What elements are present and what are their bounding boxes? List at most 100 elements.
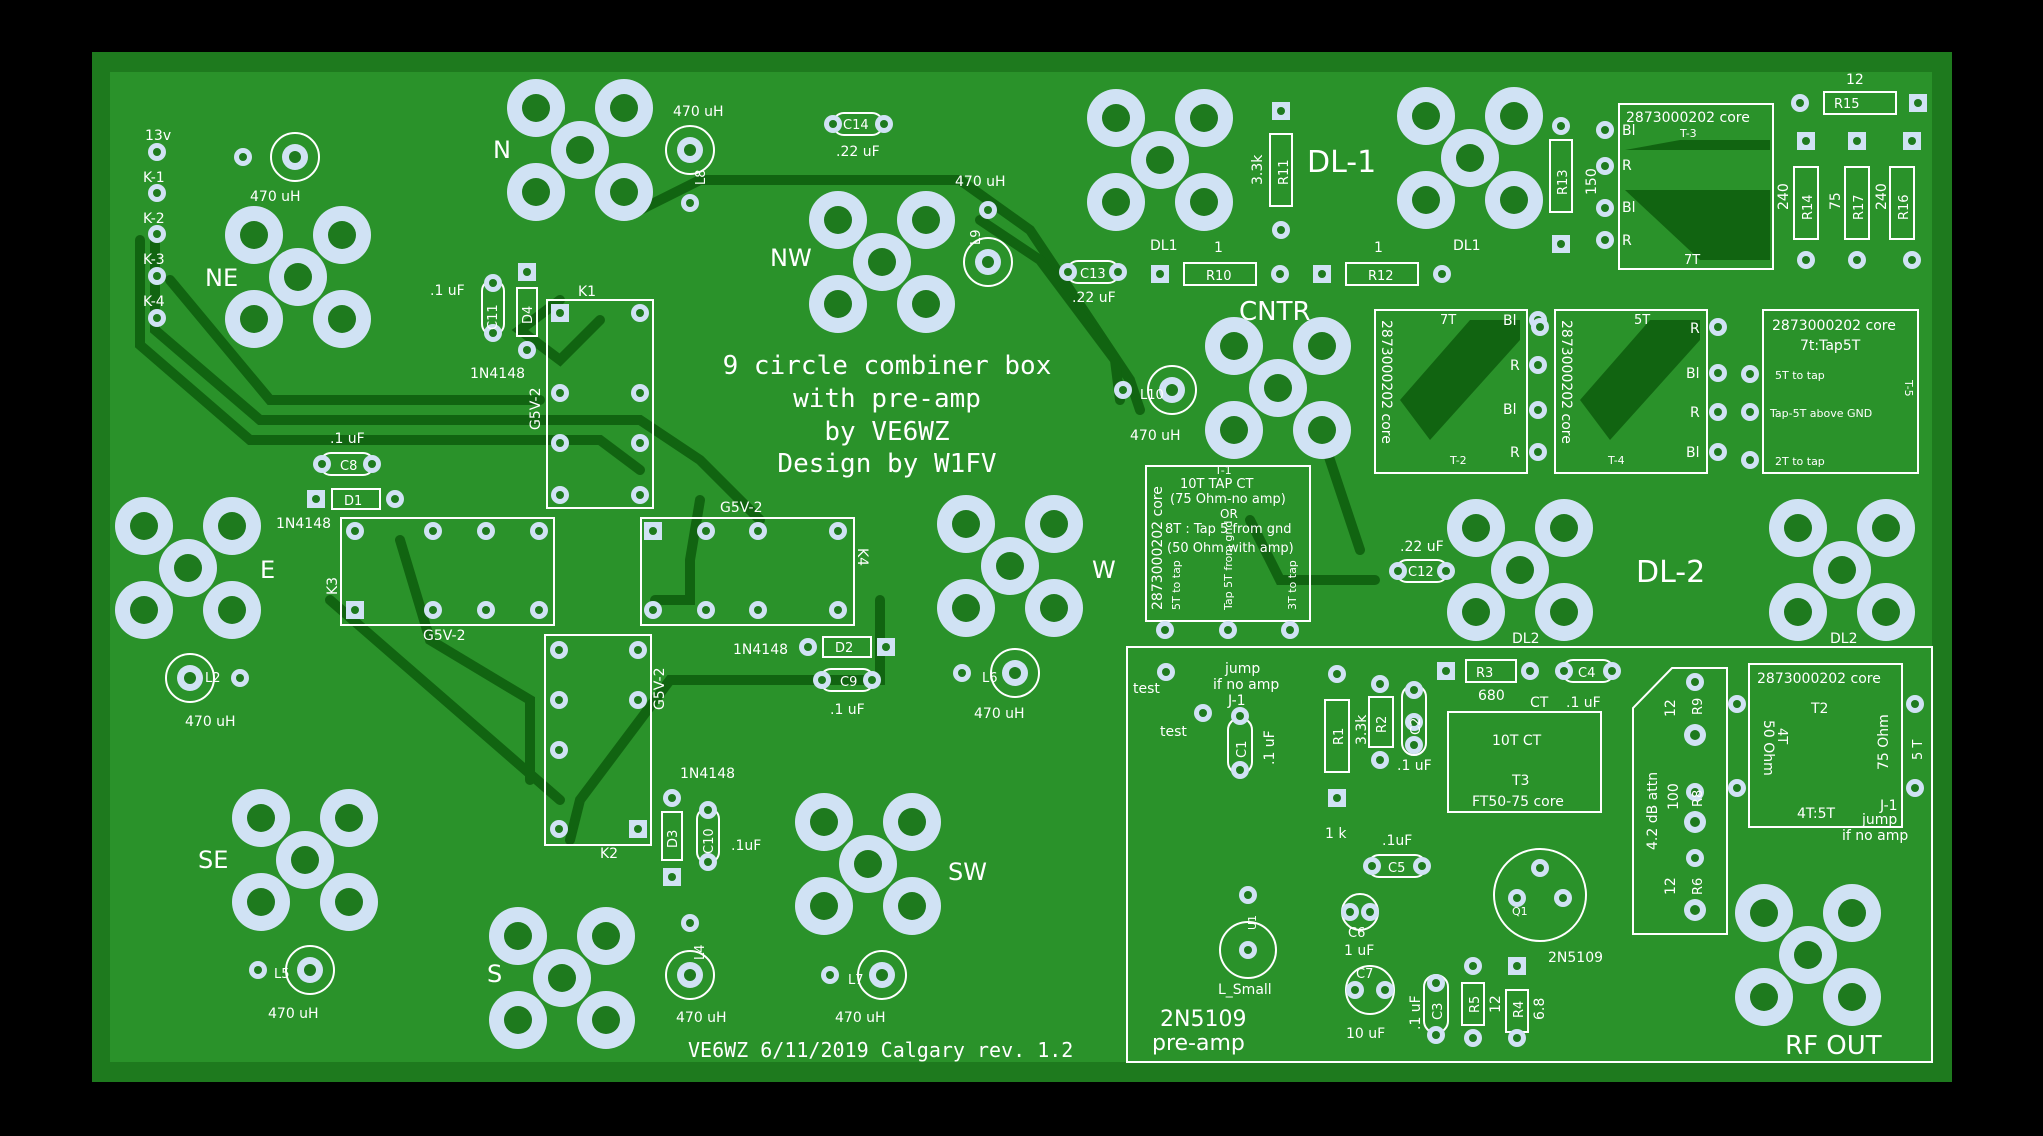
svg-text:2T to tap: 2T to tap <box>1775 455 1825 468</box>
svg-text:CT: CT <box>1530 695 1549 711</box>
svg-text:J-1: J-1 <box>1879 798 1898 814</box>
svg-text:L2: L2 <box>205 671 221 686</box>
test-points: test test jump if no amp J-1 <box>1133 661 1279 740</box>
label-e: E <box>260 556 275 584</box>
svg-text:R14: R14 <box>1801 194 1816 220</box>
svg-text:if no amp: if no amp <box>1842 828 1908 844</box>
svg-text:OR: OR <box>1220 507 1238 521</box>
svg-text:T-2: T-2 <box>1449 454 1467 467</box>
inductor-ne: 470 uH <box>234 132 320 205</box>
svg-text:if no amp: if no amp <box>1213 677 1279 693</box>
svg-text:R12: R12 <box>1368 269 1394 284</box>
svg-text:1 uF: 1 uF <box>1344 943 1374 959</box>
svg-text:100: 100 <box>1666 783 1682 810</box>
svg-text:.1 uF: .1 uF <box>330 431 365 447</box>
transformer-t5: 2873000202 core 7t:Tap5T 5T to tap Tap-5… <box>1741 309 1919 474</box>
svg-text:12: 12 <box>1846 72 1864 88</box>
pin-13v: 13v <box>145 128 171 144</box>
inductor-l2: L2 470 uH <box>165 653 249 730</box>
svg-text:.22 uF: .22 uF <box>1400 539 1444 555</box>
svg-text:5T to tap: 5T to tap <box>1170 560 1183 610</box>
svg-text:470 uH: 470 uH <box>974 706 1025 722</box>
svg-text:C8: C8 <box>340 459 357 474</box>
resistor-r16: R16 240 <box>1874 132 1921 269</box>
svg-text:D2: D2 <box>835 641 853 656</box>
cap-c3: C3 .1 uF <box>1408 974 1449 1044</box>
svg-text:C13: C13 <box>1080 267 1106 282</box>
cap-c6: C6 1 uF <box>1341 893 1379 959</box>
svg-text:T2: T2 <box>1810 701 1828 717</box>
inductor-l9: L9 470 uH <box>955 174 1013 287</box>
svg-text:R13: R13 <box>1556 169 1571 195</box>
svg-text:L9: L9 <box>969 229 984 245</box>
svg-text:12: 12 <box>1663 699 1679 717</box>
cap-c1: C1 .1 uF <box>1227 707 1278 779</box>
svg-text:test: test <box>1133 681 1160 697</box>
svg-text:T-5: T-5 <box>1902 379 1915 397</box>
svg-text:R2: R2 <box>1375 716 1390 733</box>
preamp-outline <box>1126 646 1933 1063</box>
label-sw: SW <box>948 858 987 886</box>
svg-text:470 uH: 470 uH <box>268 1006 319 1022</box>
resistor-r1: R1 1 k <box>1324 665 1350 842</box>
svg-text:3T to tap: 3T to tap <box>1286 560 1299 610</box>
resistor-r2: R2 3.3k <box>1354 675 1394 769</box>
svg-text:1N4148: 1N4148 <box>733 642 788 658</box>
svg-text:2873000202 core: 2873000202 core <box>1558 320 1574 444</box>
svg-text:Q1: Q1 <box>1512 905 1528 918</box>
transformer-t1: T-1 10T TAP CT (75 Ohm-no amp) OR 8T : T… <box>1145 464 1311 639</box>
svg-text:75 Ohm: 75 Ohm <box>1876 714 1892 770</box>
svg-text:K2: K2 <box>600 846 618 862</box>
transformer-t2-output: 2873000202 core T2 50 Ohm 75 Ohm 4T 5 T … <box>1728 663 1926 844</box>
svg-text:5T: 5T <box>1634 313 1650 328</box>
pin-k4: K-4 <box>143 294 165 310</box>
cap-c14: C14 .22 uF <box>824 112 893 160</box>
svg-text:150: 150 <box>1584 168 1600 195</box>
svg-text:5T to tap: 5T to tap <box>1775 369 1825 382</box>
attenuator: R9 R8 R6 12 4.2 dB attn 100 12 <box>1632 667 1728 935</box>
title-line2: with pre-amp <box>793 384 981 414</box>
svg-text:1N4148: 1N4148 <box>470 366 525 382</box>
resistor-r13: R13 150 <box>1549 117 1600 253</box>
svg-text:.1 uF: .1 uF <box>1566 695 1601 711</box>
svg-text:C1: C1 <box>1235 741 1250 758</box>
inductor-l7: L7 470 uH <box>821 950 907 1026</box>
svg-text:R9: R9 <box>1691 698 1706 715</box>
resistor-r14: R14 240 <box>1776 132 1819 269</box>
svg-text:.1uF: .1uF <box>1382 833 1412 849</box>
title-line1: 9 circle combiner box <box>723 351 1052 381</box>
svg-text:2N5109: 2N5109 <box>1548 950 1603 966</box>
preamp-label-1: 2N5109 <box>1160 1007 1246 1032</box>
svg-text:R4: R4 <box>1512 1001 1527 1018</box>
svg-text:C6: C6 <box>1348 926 1365 941</box>
svg-text:J-1: J-1 <box>1227 693 1246 709</box>
resistor-r17: R17 75 <box>1828 132 1870 269</box>
svg-text:470 uH: 470 uH <box>1130 428 1181 444</box>
resistor-r15: R15 12 <box>1791 72 1927 115</box>
svg-text:.1 uF: .1 uF <box>1262 730 1278 765</box>
svg-text:L10: L10 <box>1140 388 1164 403</box>
label-dl2-a: DL2 <box>1512 631 1540 647</box>
svg-text:R5: R5 <box>1468 996 1483 1013</box>
svg-text:G5V-2: G5V-2 <box>652 668 668 710</box>
svg-text:R6: R6 <box>1691 878 1706 895</box>
svg-text:7T: 7T <box>1684 253 1700 268</box>
label-dl2-b: DL2 <box>1830 631 1858 647</box>
svg-text:.22 uF: .22 uF <box>1072 290 1116 306</box>
svg-text:2873000202 core: 2873000202 core <box>1378 320 1394 444</box>
svg-text:.1 uF: .1 uF <box>1397 758 1432 774</box>
cap-c2: C2 .1 uF <box>1397 681 1432 774</box>
svg-text:C9: C9 <box>840 675 857 690</box>
inductor-l6: L6 470 uH <box>953 648 1040 722</box>
svg-text:Bl: Bl <box>1686 366 1700 382</box>
svg-text:7T: 7T <box>1440 313 1456 328</box>
svg-text:470 uH: 470 uH <box>835 1010 886 1026</box>
svg-text:D3: D3 <box>666 830 681 848</box>
resistor-r3: R3 680 CT <box>1437 659 1549 711</box>
cap-c12: C12 .22 uF <box>1389 539 1455 583</box>
svg-text:3.3k: 3.3k <box>1250 154 1266 185</box>
svg-text:R: R <box>1690 405 1700 421</box>
relay-k1: K1 G5V-2 <box>528 284 654 509</box>
label-cntr: CNTR <box>1239 297 1311 327</box>
